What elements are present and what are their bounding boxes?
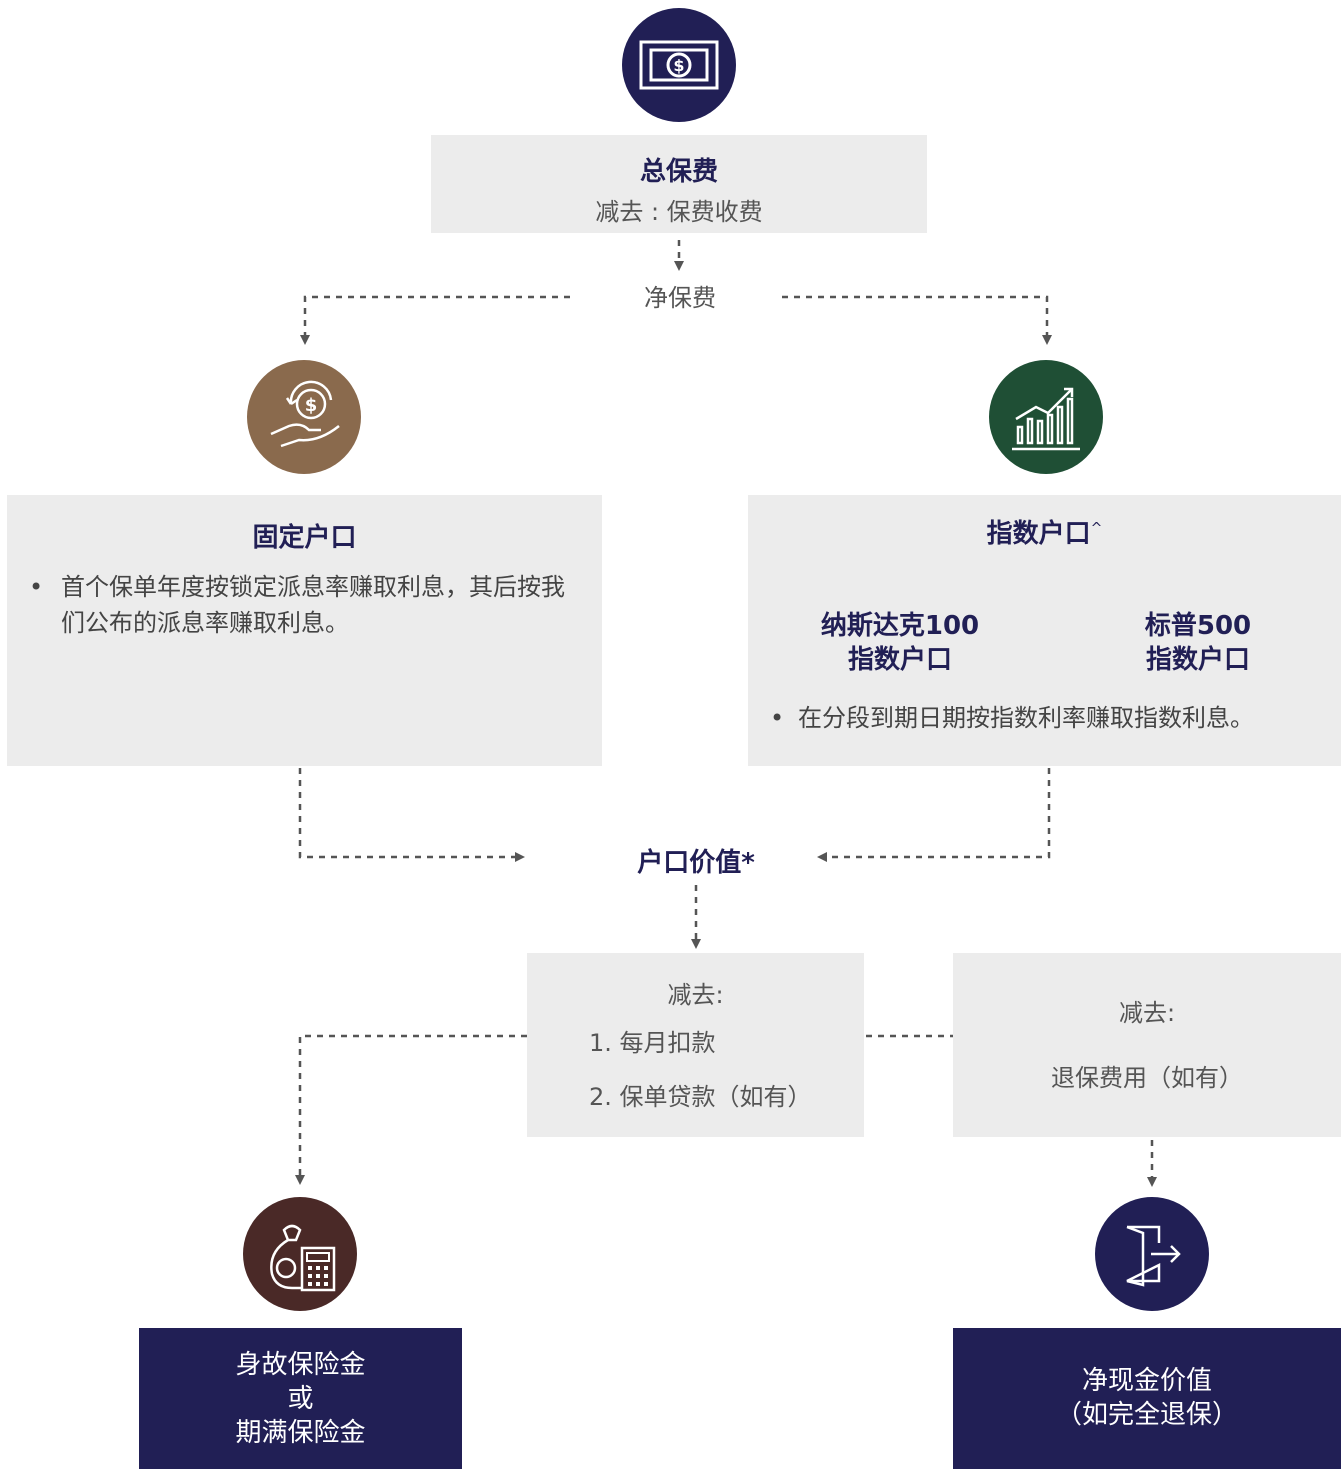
index-account-bullet: 在分段到期日期按指数利率赚取指数利息。 <box>798 704 1254 732</box>
dollar-bill-icon: $ <box>622 8 736 122</box>
total-premium-subtitle: 减去 : 保费收费 <box>595 198 763 226</box>
death-benefit-line-1: 身故保险金 <box>235 1350 366 1380</box>
growth-chart-icon <box>989 360 1103 474</box>
exit-door-icon <box>1095 1197 1209 1311</box>
total-premium-box: 总保费 减去 : 保费收费 <box>431 135 927 233</box>
total-premium-title: 总保费 <box>639 157 718 187</box>
nasdaq-account-label: 纳斯达克100 指数户口 <box>790 609 1010 677</box>
sp500-account-label: 标普500 指数户口 <box>1098 609 1298 677</box>
index-account-title-text: 指数户口 <box>986 519 1091 549</box>
svg-text:$: $ <box>673 56 684 75</box>
svg-text:$: $ <box>305 395 318 416</box>
death-benefit-line-2: 或 <box>287 1384 314 1414</box>
sp500-line-1: 标普500 <box>1144 611 1252 641</box>
deduct-item-1: 1. 每月扣款 <box>589 1029 716 1057</box>
cash-value-line-2: （如完全退保） <box>1055 1400 1238 1430</box>
fixed-account-title: 固定户口 <box>252 523 357 553</box>
fixed-account-bullet: 首个保单年度按锁定派息率赚取利息，其后按我们公布的派息率赚取利息。 <box>61 573 565 637</box>
cash-value-line-1: 净现金价值 <box>1081 1366 1212 1396</box>
deduct-left-heading: 减去: <box>667 981 724 1009</box>
death-benefit-line-3: 期满保险金 <box>235 1418 366 1448</box>
bullet-dot: • <box>29 573 44 601</box>
index-account-box: 指数户口^ <box>748 495 1341 766</box>
deduct-item-2: 2. 保单贷款（如有） <box>589 1083 812 1111</box>
nasdaq-line-1: 纳斯达克100 <box>820 611 980 641</box>
net-premium-label: 净保费 <box>644 284 716 312</box>
money-bag-calculator-icon <box>243 1197 357 1311</box>
index-account-title: 指数户口^ <box>748 513 1341 550</box>
account-value-label: 户口价值* <box>637 848 755 878</box>
hand-dollar-cycle-icon: $ <box>247 360 361 474</box>
nasdaq-line-2: 指数户口 <box>847 645 952 675</box>
deduct-right-item: 退保费用（如有） <box>1051 1064 1243 1092</box>
bullet-dot: • <box>770 704 785 732</box>
fixed-account-box: 固定户口 • 首个保单年度按锁定派息率赚取利息，其后按我们公布的派息率赚取利息。 <box>7 495 602 766</box>
death-benefit-box: 身故保险金 或 期满保险金 <box>139 1328 462 1469</box>
cash-value-box: 净现金价值 （如完全退保） <box>953 1328 1341 1469</box>
deduct-surrender-box: 减去: 退保费用（如有） <box>953 953 1341 1137</box>
deduct-monthly-box: 减去: 1. 每月扣款 2. 保单贷款（如有） <box>527 953 864 1137</box>
deduct-right-heading: 减去: <box>1118 999 1176 1027</box>
sp500-line-2: 指数户口 <box>1145 645 1250 675</box>
index-account-title-mark: ^ <box>1090 520 1103 537</box>
